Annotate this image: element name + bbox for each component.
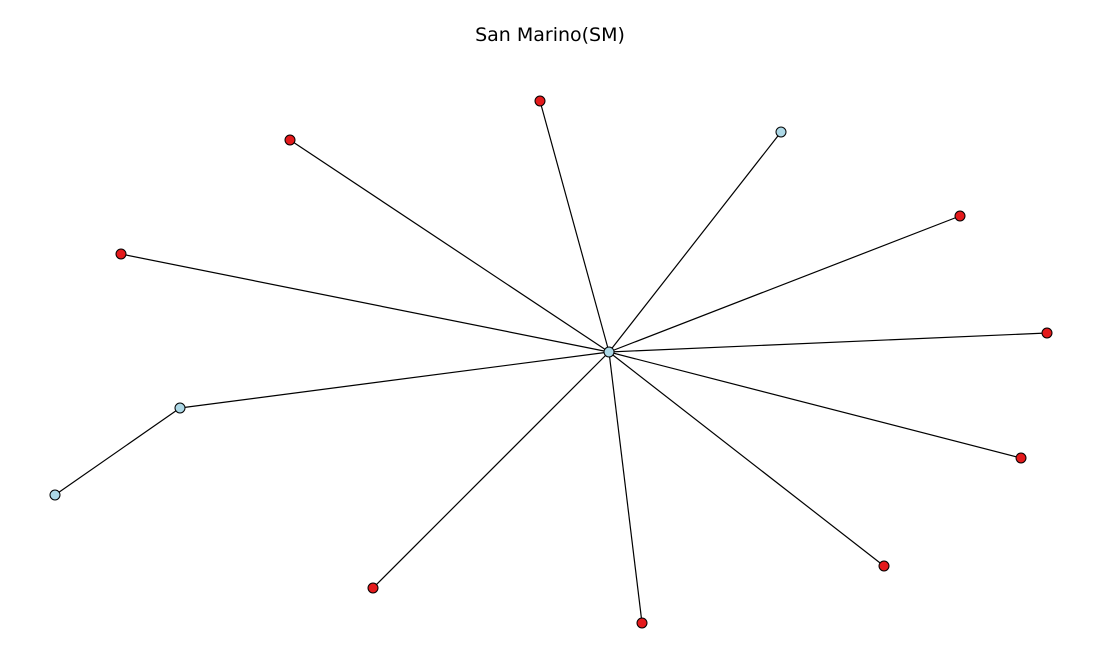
edge-hub-n3 — [608, 131, 782, 353]
node-n9 — [636, 617, 648, 629]
graph-title: San Marino(SM) — [475, 24, 625, 46]
edge-hub-n1 — [539, 100, 610, 353]
edge-hub-n10 — [179, 351, 610, 409]
edge-hub-n5 — [120, 253, 610, 353]
node-n1 — [534, 95, 546, 107]
node-n12 — [367, 582, 379, 594]
edge-hub-n12 — [372, 351, 610, 589]
edge-hub-n9 — [608, 351, 643, 624]
edge-n10-n11 — [54, 407, 181, 496]
node-n11 — [49, 489, 61, 501]
node-n7 — [1015, 452, 1027, 464]
edge-hub-n2 — [289, 139, 610, 353]
edge-hub-n7 — [608, 351, 1022, 459]
node-hub — [603, 346, 615, 358]
node-n3 — [775, 126, 787, 138]
nodes-layer — [49, 95, 1053, 629]
edge-hub-n4 — [608, 215, 961, 353]
edge-hub-n8 — [608, 351, 885, 567]
node-n8 — [878, 560, 890, 572]
node-n10 — [174, 402, 186, 414]
node-n5 — [115, 248, 127, 260]
edges-layer — [54, 100, 1048, 624]
edge-hub-n6 — [608, 332, 1048, 353]
node-n2 — [284, 134, 296, 146]
node-n6 — [1041, 327, 1053, 339]
node-n4 — [954, 210, 966, 222]
